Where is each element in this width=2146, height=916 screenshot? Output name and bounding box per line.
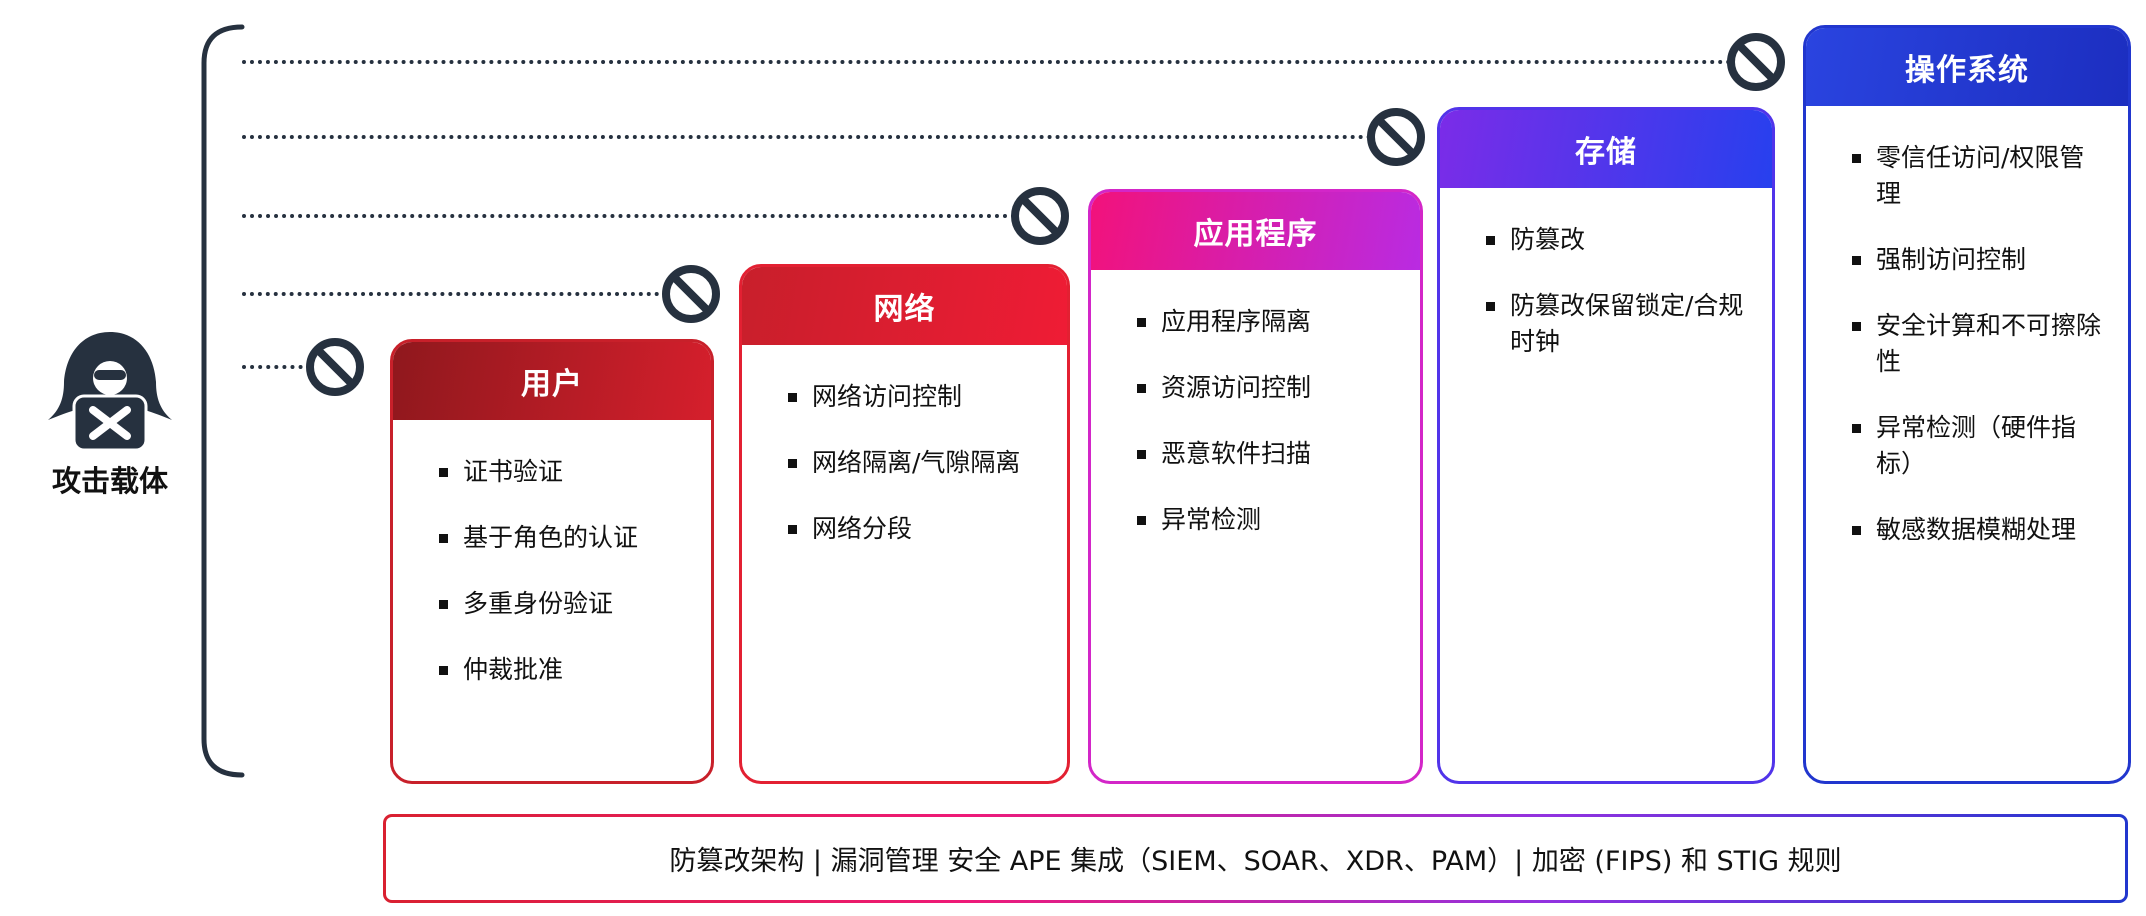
- layer-card-header: 操作系统: [1806, 28, 2128, 106]
- list-item: 敏感数据模糊处理: [1850, 512, 2108, 548]
- list-item: 零信任访问/权限管理: [1850, 140, 2108, 212]
- layer-card-header: 应用程序: [1091, 192, 1420, 270]
- no-entry-icon: [662, 265, 720, 323]
- no-entry-icon: [1727, 33, 1785, 91]
- layer-items: 应用程序隔离 资源访问控制 恶意软件扫描 异常检测: [1091, 270, 1420, 568]
- layer-title: 存储: [1575, 135, 1637, 170]
- layer-card-os: 操作系统 零信任访问/权限管理 强制访问控制 安全计算和不可擦除性 异常检测（硬…: [1803, 25, 2131, 784]
- layer-card-network: 网络 网络访问控制 网络隔离/气隙隔离 网络分段: [739, 264, 1070, 784]
- no-entry-icon: [1011, 187, 1069, 245]
- list-item: 安全计算和不可擦除性: [1850, 308, 2108, 380]
- layer-title: 用户: [521, 367, 583, 402]
- layer-items: 证书验证 基于角色的认证 多重身份验证 仲裁批准: [393, 420, 711, 718]
- list-item: 强制访问控制: [1850, 242, 2108, 278]
- layer-card-header: 存储: [1440, 110, 1772, 188]
- attack-path-line: [242, 60, 1756, 64]
- layer-card-application: 应用程序 应用程序隔离 资源访问控制 恶意软件扫描 异常检测: [1088, 189, 1423, 784]
- layer-card-header: 网络: [742, 267, 1067, 345]
- brace-bracket-icon: [201, 24, 245, 778]
- layer-title: 网络: [873, 292, 936, 327]
- hacker-laptop-icon: [48, 332, 172, 452]
- footer-bar-inner: 防篡改架构 | 漏洞管理 安全 APE 集成（SIEM、SOAR、XDR、PAM…: [386, 817, 2125, 900]
- layer-card-user: 用户 证书验证 基于角色的认证 多重身份验证 仲裁批准: [390, 339, 714, 784]
- attack-path-line: [242, 214, 1040, 218]
- layer-card-storage: 存储 防篡改 防篡改保留锁定/合规时钟: [1437, 107, 1775, 784]
- list-item: 恶意软件扫描: [1135, 436, 1400, 472]
- list-item: 网络分段: [786, 511, 1047, 547]
- attack-path-line: [242, 365, 335, 369]
- no-entry-icon: [1367, 108, 1425, 166]
- layer-title: 操作系统: [1905, 53, 2029, 88]
- list-item: 异常检测（硬件指标）: [1850, 410, 2108, 482]
- list-item: 异常检测: [1135, 502, 1400, 538]
- attack-path-line: [242, 135, 1396, 139]
- list-item: 仲裁批准: [437, 652, 691, 688]
- attack-vector-label: 攻击载体: [51, 464, 168, 498]
- list-item: 网络访问控制: [786, 379, 1047, 415]
- layer-items: 防篡改 防篡改保留锁定/合规时钟: [1440, 188, 1772, 390]
- footer-bar: 防篡改架构 | 漏洞管理 安全 APE 集成（SIEM、SOAR、XDR、PAM…: [383, 814, 2128, 903]
- list-item: 基于角色的认证: [437, 520, 691, 556]
- list-item: 证书验证: [437, 454, 691, 490]
- attack-vector: 攻击载体: [22, 328, 198, 500]
- list-item: 应用程序隔离: [1135, 304, 1400, 340]
- list-item: 防篡改保留锁定/合规时钟: [1484, 288, 1752, 360]
- layer-items: 零信任访问/权限管理 强制访问控制 安全计算和不可擦除性 异常检测（硬件指标） …: [1806, 106, 2128, 578]
- no-entry-icon: [306, 338, 364, 396]
- list-item: 网络隔离/气隙隔离: [786, 445, 1047, 481]
- layer-card-header: 用户: [393, 342, 711, 420]
- list-item: 多重身份验证: [437, 586, 691, 622]
- layer-items: 网络访问控制 网络隔离/气隙隔离 网络分段: [742, 345, 1067, 577]
- attack-path-line: [242, 292, 691, 296]
- list-item: 防篡改: [1484, 222, 1752, 258]
- layer-title: 应用程序: [1193, 217, 1318, 252]
- list-item: 资源访问控制: [1135, 370, 1400, 406]
- footer-text: 防篡改架构 | 漏洞管理 安全 APE 集成（SIEM、SOAR、XDR、PAM…: [669, 846, 1842, 877]
